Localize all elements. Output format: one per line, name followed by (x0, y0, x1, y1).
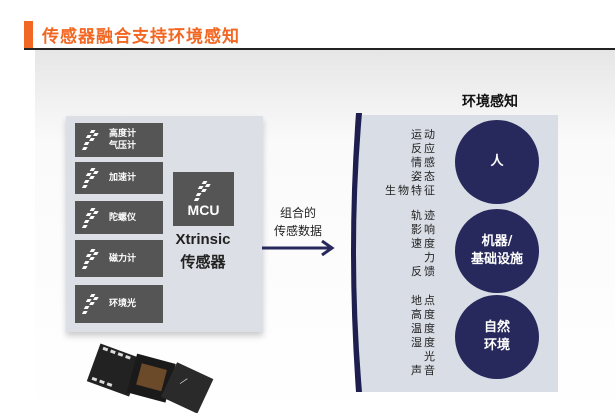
sensor-label: 陀螺仪 (109, 212, 137, 223)
sensor-box: 磁力计 (75, 240, 163, 277)
mcu-box: MCU (173, 172, 234, 226)
sensor-box: 加速计 (75, 162, 163, 194)
attribute-list: 运动反应情感姿态生物特征 (385, 128, 437, 198)
attribute-item: 力 (424, 251, 437, 264)
category-circle: 自然 环境 (455, 295, 539, 379)
environment-title: 环境感知 (462, 94, 518, 110)
attribute-list: 地点高度温度湿度光声音 (411, 294, 437, 378)
arrow-label-line2: 传感数据 (273, 224, 322, 238)
attribute-item: 影响 (411, 223, 437, 236)
category-label: 机器/ 基础设施 (470, 234, 523, 267)
freescale-logo-icon (81, 294, 99, 314)
page-title: 传感器融合支持环境感知 (42, 27, 240, 47)
attribute-item: 高度 (411, 308, 437, 321)
sensor-label: 加速计 (109, 173, 137, 183)
sensor-label: 高度计 气压计 (109, 129, 137, 151)
attribute-item: 姿态 (411, 170, 437, 183)
attribute-item: 声音 (411, 364, 437, 377)
mcu-label: MCU (187, 202, 220, 218)
sensor-box: 环境光 (75, 285, 163, 323)
attribute-item: 反应 (411, 142, 437, 155)
category-label: 自然 环境 (483, 320, 510, 353)
attribute-item: 光 (424, 350, 437, 363)
attribute-item: 生物特征 (385, 184, 437, 197)
sensor-label: 环境光 (109, 299, 137, 309)
attribute-item: 轨迹 (411, 209, 437, 222)
category-label: 人 (490, 154, 504, 169)
freescale-logo-icon (81, 168, 99, 188)
attribute-item: 速度 (411, 237, 437, 250)
freescale-logo-icon (81, 207, 99, 228)
attribute-item: 运动 (411, 128, 437, 141)
title-divider (24, 48, 615, 50)
attribute-list: 轨迹影响速度力反馈 (411, 209, 437, 279)
attribute-item: 温度 (411, 322, 437, 335)
arrow-label: 组合的 传感数据 (262, 204, 334, 240)
arrow-right-icon (262, 240, 335, 256)
sensor-box: 高度计 气压计 (75, 123, 163, 157)
sensor-label: 传感器 (180, 253, 226, 271)
attribute-item: 地点 (411, 294, 437, 307)
sensor-box: 陀螺仪 (75, 201, 163, 234)
category-circle: 人 (455, 120, 539, 204)
attribute-item: 情感 (411, 156, 437, 169)
attribute-item: 反馈 (411, 265, 437, 278)
arrow-label-line1: 组合的 (279, 206, 316, 220)
category-circle: 机器/ 基础设施 (455, 209, 539, 293)
sensor-chips-image: ⁄ (86, 343, 214, 413)
sensor-label: 磁力计 (109, 253, 137, 264)
freescale-logo-icon (193, 181, 211, 201)
freescale-logo-icon (81, 248, 99, 269)
svg-text:⁄: ⁄ (178, 376, 188, 389)
xtrinsic-label: Xtrinsic (175, 231, 231, 248)
attribute-item: 湿度 (411, 336, 437, 349)
freescale-logo-icon (81, 130, 99, 150)
title-accent-bar (24, 21, 33, 49)
